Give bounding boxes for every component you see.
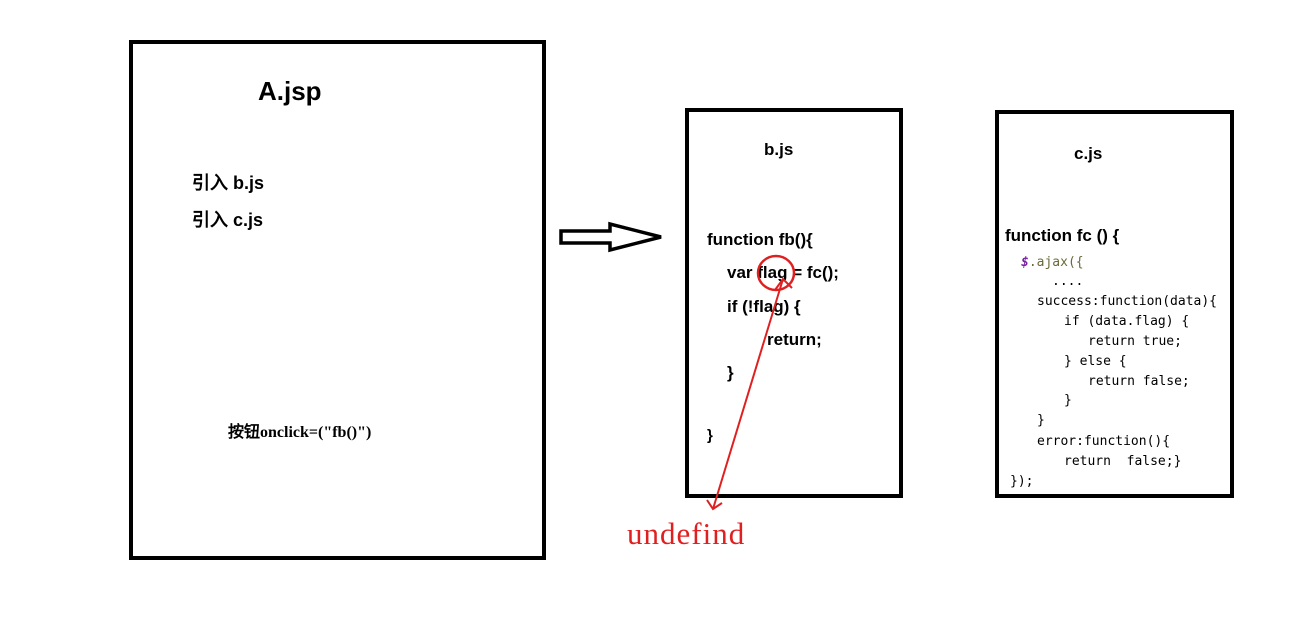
b-code-line: } <box>707 427 713 444</box>
c-code-line: .... <box>1052 274 1084 289</box>
c-code-line: }); <box>1010 474 1034 489</box>
c-code-line: } else { <box>1064 354 1127 369</box>
c-code-line: } <box>1064 393 1072 408</box>
hollow-arrow-icon <box>559 221 662 253</box>
c-code-line: } <box>1037 413 1045 428</box>
b-code-line: return; <box>767 330 822 349</box>
c-code-line: return true; <box>1088 334 1182 349</box>
a-jsp-title: A.jsp <box>258 76 322 106</box>
button-onclick-text: 按钮onclick=("fb()") <box>228 424 372 441</box>
c-code-line: error:function(){ <box>1037 434 1171 449</box>
c-ajax-line: $.ajax({ <box>1021 256 1084 269</box>
undefined-pointer-arrow <box>712 278 784 510</box>
c-code-line: return false;} <box>1064 454 1182 469</box>
c-js-panel <box>995 110 1234 498</box>
include-c-text: 引入 c.js <box>192 210 264 230</box>
include-b-text: 引入 b.js <box>192 173 265 193</box>
b-js-panel <box>685 108 903 498</box>
b-code-line: function fb(){ <box>707 230 813 249</box>
b-code-line: if (!flag) { <box>727 297 801 316</box>
c-code-signature: function fc () { <box>1005 226 1120 245</box>
a-jsp-panel <box>129 40 546 560</box>
c-js-title: c.js <box>1074 144 1103 163</box>
c-code-line: success:function(data){ <box>1037 294 1218 309</box>
pointer-arrowhead-icon <box>706 499 723 511</box>
pointer-tail-head-icon <box>774 277 793 291</box>
undefined-annotation: undefind <box>627 516 746 551</box>
c-code-line: if (data.flag) { <box>1064 314 1190 329</box>
b-code-line: var flag = fc(); <box>727 263 839 282</box>
b-code-line: } <box>727 363 734 382</box>
b-js-title: b.js <box>764 140 794 159</box>
c-code-line: return false; <box>1088 374 1190 389</box>
jquery-dollar-icon: $ <box>1021 255 1029 270</box>
ajax-call-text: .ajax({ <box>1028 255 1084 270</box>
